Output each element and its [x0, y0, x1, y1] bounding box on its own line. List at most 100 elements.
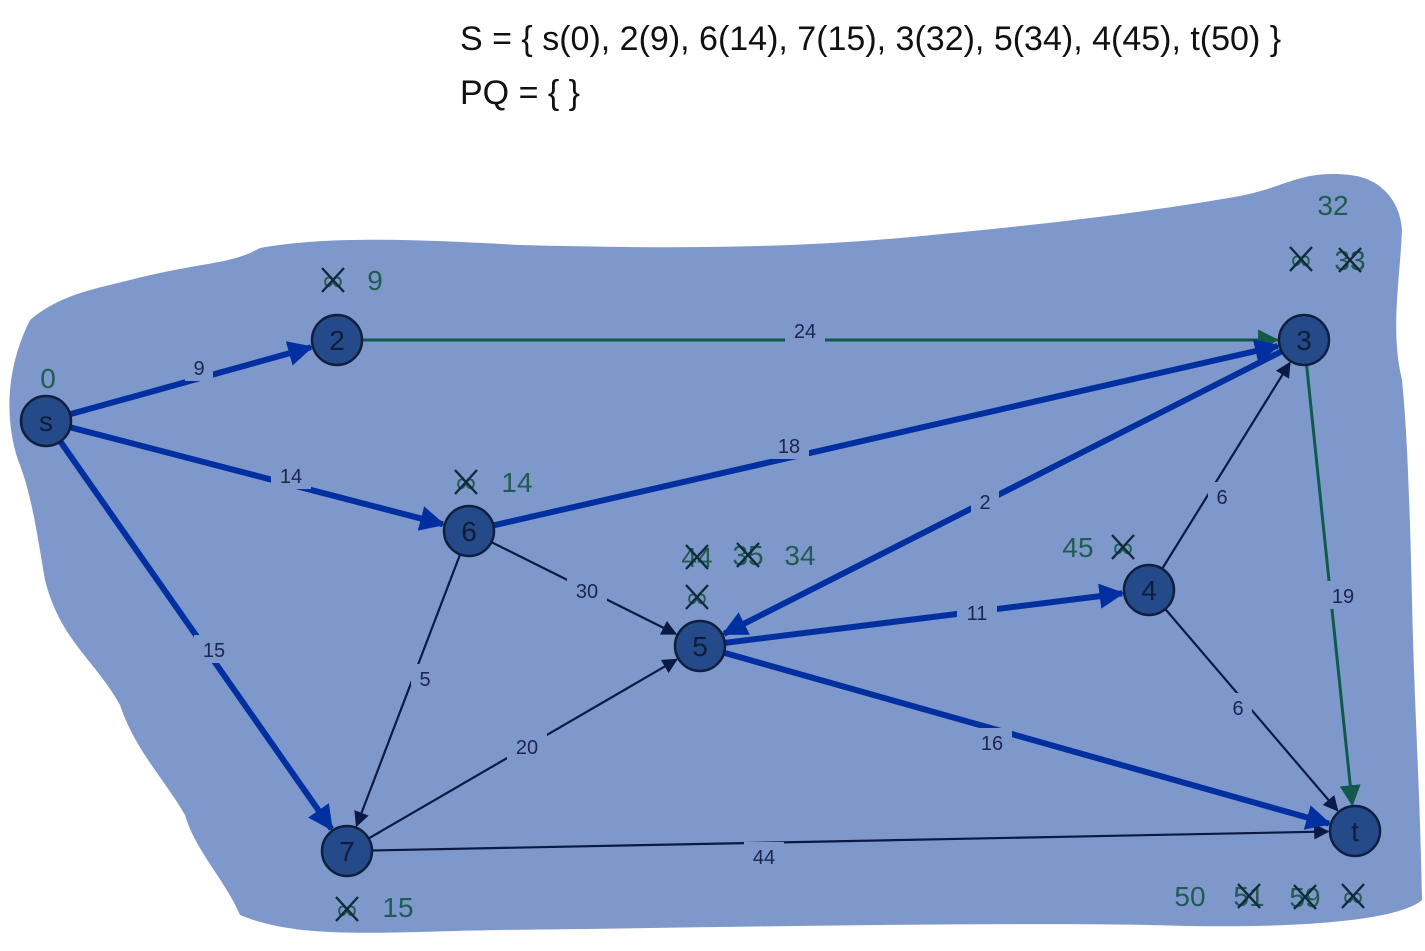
edge-label-2-3: 24	[785, 316, 825, 344]
edge-s-6	[69, 424, 446, 531]
edge-label-background	[1224, 693, 1252, 721]
edge-label-s-7: 15	[194, 635, 234, 663]
settled-set-line: S = { s(0), 2(9), 6(14), 7(15), 3(32), 5…	[460, 20, 1282, 58]
edge-3-5	[721, 348, 1284, 637]
node-6: 6	[442, 504, 496, 558]
distance-label-6: 14∞	[454, 467, 533, 498]
edge-weight: 2	[979, 492, 990, 514]
node-5: 5	[673, 619, 727, 673]
distance-crossed-out: 51	[1233, 881, 1264, 912]
edge-weight: 9	[193, 358, 204, 380]
edge-weight: 6	[1232, 698, 1243, 720]
node-circle	[310, 313, 364, 367]
edge-label-3-t: 19	[1323, 581, 1363, 609]
edge-weight: 19	[1332, 586, 1354, 608]
edge-6-3	[492, 338, 1281, 529]
node-t: t	[1328, 804, 1382, 858]
distance-final: 0	[40, 363, 56, 394]
set-header: S = { s(0), 2(9), 6(14), 7(15), 3(32), 5…	[460, 12, 1281, 120]
distance-final: 34	[784, 540, 815, 571]
node-label: 7	[339, 836, 355, 867]
node-circle	[19, 394, 73, 448]
edge-7-t	[371, 824, 1330, 852]
node-circle	[320, 824, 374, 878]
edge-label-6-3: 18	[769, 431, 809, 459]
edge-5-4	[724, 583, 1125, 646]
distance-crossed-out: ∞	[335, 894, 359, 925]
edge-label-background	[972, 728, 1012, 756]
strike-mark	[454, 469, 478, 495]
node-label: 4	[1141, 575, 1157, 606]
distance-final: 32	[1317, 190, 1348, 221]
distance-final: 15	[382, 892, 413, 923]
edge-weight: 18	[778, 436, 800, 458]
edge-label-background	[185, 353, 213, 381]
edge-weight: 30	[576, 581, 598, 603]
edge-label-background	[411, 664, 439, 692]
edge-label-background	[785, 316, 825, 344]
node-circle	[1328, 804, 1382, 858]
edge-label-5-4: 11	[957, 598, 997, 626]
node-circle	[673, 619, 727, 673]
distance-label-3: 32∞ 33	[1289, 190, 1366, 276]
strike-mark	[685, 584, 709, 610]
strike-mark	[736, 542, 760, 568]
distance-crossed-out: 35	[732, 540, 763, 571]
node-circle	[442, 504, 496, 558]
distance-crossed-out: 33	[1334, 245, 1365, 276]
distance-crossed-out: 44	[681, 542, 712, 573]
edge-weight: 5	[419, 669, 430, 691]
edge-5-t	[723, 649, 1332, 830]
edge-weight: 14	[280, 466, 302, 488]
distance-crossed-out: ∞	[1341, 881, 1365, 912]
strike-mark	[685, 544, 709, 570]
edge-label-s-2: 9	[185, 353, 213, 381]
strike-mark	[1237, 883, 1261, 909]
node-2: 2	[310, 313, 364, 367]
strike-mark	[1341, 883, 1365, 909]
node-label: 2	[329, 325, 345, 356]
node-circle	[1122, 563, 1176, 617]
edge-label-background	[957, 598, 997, 626]
edge-label-background	[971, 487, 999, 515]
distance-final: 50	[1174, 881, 1205, 912]
distance-label-5: 34 ∞ 44 35	[681, 540, 815, 613]
node-label: s	[39, 406, 53, 437]
node-label: 3	[1296, 325, 1312, 356]
edge-weight: 44	[753, 847, 775, 869]
strike-mark	[321, 267, 345, 293]
edge-4-3	[1161, 361, 1291, 570]
strike-mark	[1111, 534, 1135, 560]
node-label: t	[1351, 816, 1359, 847]
distance-crossed-out: ∞	[321, 265, 345, 296]
edge-label-background	[769, 431, 809, 459]
edge-label-5-t: 16	[972, 728, 1012, 756]
node-circle	[1277, 313, 1331, 367]
edge-label-background	[744, 842, 784, 870]
distance-label-7: 15 ∞	[335, 892, 414, 925]
edge-label-6-5: 30	[567, 576, 607, 604]
node-4: 4	[1122, 563, 1176, 617]
edge-label-6-7: 5	[411, 664, 439, 692]
distance-final: 45	[1062, 532, 1093, 563]
distance-label-2: 9∞	[321, 265, 383, 296]
node-3: 3	[1277, 313, 1331, 367]
strike-mark	[1293, 884, 1317, 910]
edge-weight: 15	[203, 640, 225, 662]
distance-label-4: 45 ∞	[1062, 532, 1135, 563]
edge-weight: 24	[794, 321, 816, 343]
node-label: 5	[692, 631, 708, 662]
strike-mark	[335, 896, 359, 922]
strike-mark	[1289, 246, 1313, 272]
settled-region	[9, 174, 1423, 933]
distance-crossed-out: ∞	[1289, 244, 1313, 275]
distance-crossed-out: ∞	[685, 582, 709, 613]
distance-crossed-out: ∞	[1111, 532, 1135, 563]
edge-label-background	[1323, 581, 1363, 609]
node-7: 7	[320, 824, 374, 878]
distance-final: 9	[367, 265, 383, 296]
